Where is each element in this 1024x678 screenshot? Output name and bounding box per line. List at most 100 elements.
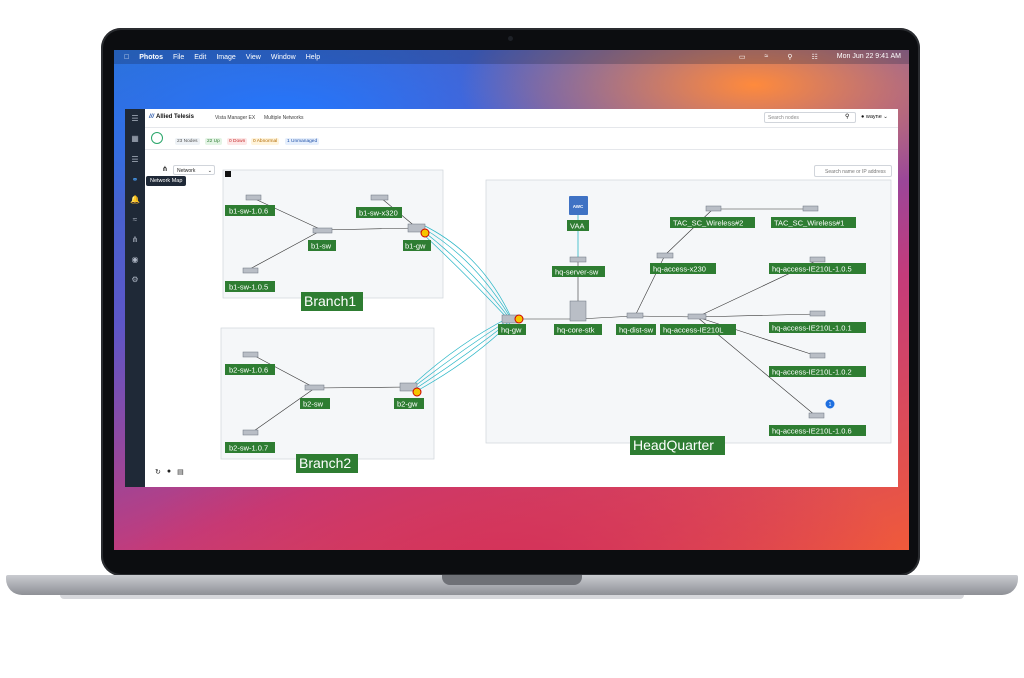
menu-file[interactable]: File (167, 53, 184, 61)
branch2-group[interactable] (220, 327, 435, 460)
alarm-icon[interactable] (412, 387, 422, 397)
user-menu[interactable]: ● wayne ⌄ (861, 114, 888, 120)
branch1-group[interactable] (222, 169, 444, 299)
menu-app-name[interactable]: Photos (134, 53, 163, 61)
group-labels: Branch1 Branch2 HeadQuarter (296, 292, 725, 473)
group-hq-label[interactable]: HeadQuarter (633, 437, 714, 453)
switch-icon[interactable] (808, 412, 825, 419)
node-b1-sw-106[interactable]: b1-sw-1.0.6 (229, 207, 268, 216)
group-branch2-label[interactable]: Branch2 (299, 455, 351, 471)
network-select[interactable]: Network ⌄ (173, 165, 215, 175)
switch-icon[interactable] (242, 351, 259, 358)
brand-name: Allied Telesis (156, 114, 194, 120)
switch-icon[interactable] (809, 256, 826, 263)
menu-edit[interactable]: Edit (189, 53, 206, 61)
node-hq-gw[interactable]: hq-gw (501, 326, 522, 335)
node-vaa[interactable]: VAA (570, 222, 584, 231)
alarm-icon[interactable] (420, 228, 430, 238)
menu-image[interactable]: Image (211, 53, 235, 61)
down-count[interactable]: 0 Down (227, 138, 248, 145)
up-count[interactable]: 22 Up (205, 138, 222, 145)
unmanaged-count[interactable]: 1 Unmanaged (285, 138, 320, 145)
spotlight-icon[interactable]: ⚲ (787, 54, 793, 61)
node-b1-sw-105[interactable]: b1-sw-1.0.5 (229, 283, 268, 292)
dashboard-icon[interactable]: ▦ (131, 134, 139, 143)
node-b2-sw[interactable]: b2-sw (303, 400, 324, 409)
menu-view[interactable]: View (240, 53, 261, 61)
group-label-bg (301, 292, 363, 311)
alarm-icon[interactable] (514, 314, 524, 324)
group-branch1-label[interactable]: Branch1 (304, 293, 356, 309)
settings-icon[interactable]: ⚙ (131, 275, 139, 284)
wifi-icon[interactable]: ≈ (132, 215, 138, 224)
switch-icon[interactable] (569, 256, 587, 263)
menu-help[interactable]: Help (300, 53, 320, 61)
wan-link (422, 233, 511, 322)
notification-badge[interactable] (825, 399, 835, 409)
node-ie210l-102[interactable]: hq-access-IE210L-1.0.2 (772, 368, 852, 377)
vaa-appliance-icon[interactable] (569, 196, 588, 215)
abnormal-count[interactable]: 0 Abnormal (251, 138, 280, 145)
link (254, 198, 323, 231)
chassis-icon[interactable] (569, 300, 587, 322)
node-b1-sw-x320[interactable]: b1-sw-x320 (359, 209, 398, 218)
node-tac-wireless-2[interactable]: TAC_SC_Wireless#2 (673, 219, 743, 228)
node-ie210l-105[interactable]: hq-access-IE210L-1.0.5 (772, 265, 852, 274)
node-ie210l-106[interactable]: hq-access-IE210L-1.0.6 (772, 427, 852, 436)
network-status-icon (151, 132, 163, 144)
node-b1-gw[interactable]: b1-gw (405, 242, 426, 251)
node-b2-sw-107[interactable]: b2-sw-1.0.7 (229, 444, 268, 453)
node-ie210l-101[interactable]: hq-access-IE210L-1.0.1 (772, 324, 852, 333)
node-b1-sw[interactable]: b1-sw (311, 242, 332, 251)
node-b2-sw-106[interactable]: b2-sw-1.0.6 (229, 366, 268, 375)
network-map[interactable]: AWC 1 b1-sw-1.0.6 b1-sw-x320 b1-sw b1-gw… (145, 149, 898, 487)
router-icon[interactable] (399, 382, 418, 392)
topology-icon[interactable]: ⋔ (131, 235, 139, 244)
wifi-icon[interactable]: ≈ (764, 53, 769, 60)
clock[interactable]: Mon Jun 22 9:41 AM (836, 53, 901, 60)
layers-icon[interactable]: ▤ (177, 469, 184, 476)
battery-icon[interactable]: ▭ (738, 54, 746, 61)
nodes-count[interactable]: 23 Nodes (175, 138, 200, 145)
info-icon[interactable]: ● (166, 468, 172, 475)
node-hq-core-stk[interactable]: hq-core-stk (557, 326, 595, 335)
switch-icon[interactable] (312, 227, 333, 234)
map-search-input[interactable]: Search name or IP address (814, 165, 892, 177)
search-icon[interactable]: ⚲ (845, 114, 850, 120)
list-icon[interactable]: ☰ (131, 155, 139, 164)
hamburger-icon[interactable]: ☰ (131, 114, 139, 123)
node-hq-server-sw[interactable]: hq-server-sw (555, 268, 599, 277)
breadcrumb-view[interactable]: Multiple Networks (264, 115, 304, 121)
collapse-icon[interactable] (225, 171, 231, 177)
node-tac-wireless-1[interactable]: TAC_SC_Wireless#1 (774, 219, 844, 228)
search-nodes-input[interactable]: Search nodes (764, 112, 856, 123)
menu-window[interactable]: Window (265, 53, 296, 61)
switch-icon[interactable] (242, 429, 259, 436)
switch-icon[interactable] (245, 194, 262, 201)
switch-icon[interactable] (656, 252, 674, 259)
node-hq-access-ie210l[interactable]: hq-access-IE210L (663, 326, 723, 335)
node-label-bg (769, 322, 866, 333)
globe-icon[interactable]: ⚭ (131, 175, 139, 184)
switch-icon[interactable] (370, 194, 389, 201)
node-label-bg (308, 240, 336, 251)
switch-icon[interactable] (687, 313, 707, 320)
router-icon[interactable] (407, 223, 426, 233)
switch-icon[interactable] (626, 312, 644, 319)
switch-icon[interactable] (304, 384, 325, 391)
refresh-icon[interactable]: ↻ (155, 469, 161, 476)
access-point-icon[interactable] (705, 205, 722, 212)
link (247, 229, 323, 271)
node-hq-access-x230[interactable]: hq-access-x230 (653, 265, 706, 274)
switch-icon[interactable] (242, 267, 259, 274)
control-center-icon[interactable]: ☷ (811, 54, 818, 61)
node-b2-gw[interactable]: b2-gw (397, 400, 418, 409)
apple-icon[interactable]:  (124, 54, 129, 61)
access-point-icon[interactable] (802, 205, 819, 212)
node-hq-dist-sw[interactable]: hq-dist-sw (619, 326, 654, 335)
topology-toggle-icon[interactable]: ⋔ (162, 166, 168, 173)
security-icon[interactable]: ◉ (131, 255, 139, 264)
alert-icon[interactable]: 🔔 (130, 195, 140, 204)
switch-icon[interactable] (809, 310, 826, 317)
switch-icon[interactable] (809, 352, 826, 359)
